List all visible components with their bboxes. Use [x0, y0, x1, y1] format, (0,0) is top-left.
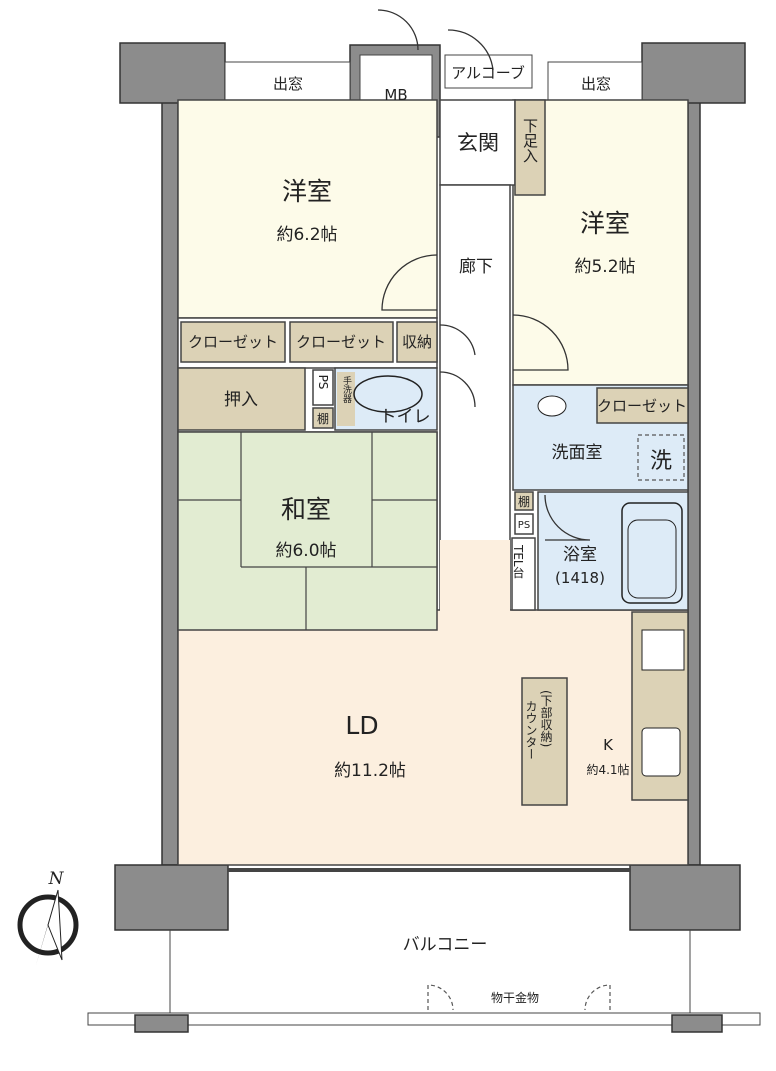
- label-counter-note: (下部収納): [539, 690, 553, 747]
- label-mb: MB: [384, 86, 407, 104]
- bathtub-inner: [627, 519, 677, 599]
- toilet-bowl-icon: [353, 375, 423, 413]
- label-western2-name: 洋室: [580, 209, 630, 238]
- closet-3: [596, 387, 689, 424]
- shelf-1: [312, 407, 334, 429]
- door-bath[interactable]: [544, 494, 591, 541]
- shoe-storage: [514, 99, 546, 196]
- closet-1: [180, 321, 286, 363]
- label-washer: 洗: [650, 449, 672, 474]
- tel-stand: [511, 537, 536, 611]
- east-wall: [687, 99, 701, 866]
- label-toilet: トイレ: [380, 407, 431, 427]
- column-bottom-left: [114, 864, 229, 931]
- column-top-left: [119, 42, 226, 104]
- label-bay-window-right: 出窓: [581, 75, 611, 93]
- door-western2[interactable]: [512, 314, 569, 371]
- door-toilet[interactable]: [439, 371, 476, 408]
- label-counter: カウンター: [524, 700, 538, 760]
- column-top-right: [641, 42, 746, 104]
- balcony-rail: [87, 1012, 761, 1026]
- ps-2: [514, 513, 534, 535]
- label-western1-name: 洋室: [282, 177, 332, 206]
- label-shelf2: 棚: [518, 494, 530, 509]
- label-kitchen-size: 約4.1帖: [586, 762, 629, 777]
- washer-space: [637, 434, 685, 481]
- bathroom: [537, 491, 689, 611]
- japanese-room-overlay: [177, 431, 438, 631]
- label-bath-name: 浴室: [563, 545, 597, 565]
- hanger-right: [584, 984, 611, 1011]
- label-ld-name: LD: [345, 711, 378, 740]
- balcony-post-right: [671, 1014, 723, 1033]
- hanger-left: [427, 984, 454, 1011]
- label-entrance: 玄関: [457, 131, 499, 155]
- label-ps1: PS: [316, 375, 330, 390]
- kitchen-sink-icon: [641, 727, 681, 777]
- bathtub-icon: [621, 502, 683, 604]
- label-shelf1: 棚: [317, 411, 329, 426]
- label-bath-size: (1418): [555, 569, 605, 587]
- label-alcove: アルコーブ: [451, 64, 525, 82]
- stove-icon: [641, 629, 685, 671]
- label-western2-size: 約5.2帖: [574, 257, 635, 277]
- bay-window-right: [547, 61, 643, 103]
- balcony-post-left: [134, 1014, 189, 1033]
- door-western1[interactable]: [381, 254, 438, 311]
- compass-label: N: [48, 869, 65, 889]
- tatami-lines-2: [178, 432, 437, 630]
- closet-2: [289, 321, 394, 363]
- label-toilet-cabinet: 手洗器: [341, 375, 352, 403]
- label-storage: 収納: [402, 333, 432, 351]
- label-japanese-name: 和室: [281, 495, 331, 524]
- label-closet3: クローゼット: [597, 397, 687, 415]
- west-wall: [161, 99, 179, 866]
- bay-window-left: [224, 61, 351, 103]
- ps-1: [312, 369, 334, 406]
- label-ld-size: 約11.2帖: [334, 761, 406, 781]
- label-closet2: クローゼット: [296, 333, 386, 351]
- label-laundry-hanger: 物干金物: [491, 990, 539, 1005]
- label-balcony: バルコニー: [403, 935, 488, 955]
- label-washroom: 洗面室: [552, 443, 603, 463]
- label-japanese-size: 約6.0帖: [275, 541, 336, 561]
- door-front[interactable]: [447, 29, 494, 71]
- label-kitchen-name: K: [603, 736, 614, 754]
- label-oshiire: 押入: [224, 390, 258, 410]
- alcove: [444, 54, 533, 89]
- door-storage[interactable]: [439, 324, 476, 356]
- western-room-1: [177, 99, 438, 319]
- label-western1-size: 約6.2帖: [276, 225, 337, 245]
- toilet-cabinet: [337, 372, 355, 426]
- label-bay-window-left: 出窓: [273, 75, 303, 93]
- shelf-2: [514, 491, 534, 511]
- label-hallway: 廊下: [459, 257, 493, 277]
- living-dining: [177, 609, 689, 866]
- label-ps2: PS: [518, 520, 530, 531]
- storage: [396, 321, 438, 363]
- door-mb[interactable]: [377, 9, 419, 51]
- sink-icon: [537, 395, 567, 417]
- hall-lower: [440, 540, 510, 615]
- label-tel: TEL台: [511, 544, 525, 579]
- label-closet1: クローゼット: [188, 333, 278, 351]
- column-bottom-right: [629, 864, 741, 931]
- oshiire: [177, 367, 306, 431]
- label-shoe-storage: 下足入: [521, 118, 539, 163]
- counter: [521, 677, 568, 806]
- north-arrow-icon: [17, 889, 79, 965]
